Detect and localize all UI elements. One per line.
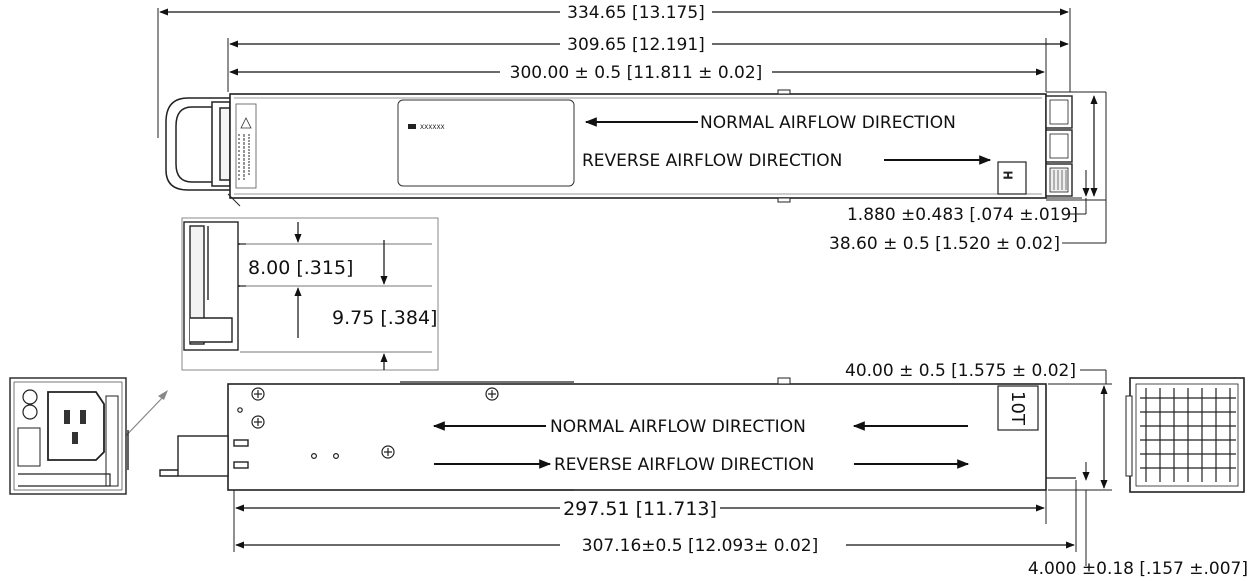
dim-chassis-length-label: 300.00 ± 0.5 [11.811 ± 0.02] [510,63,763,83]
dim-side-body-label: 297.51 [11.713] [563,498,717,520]
svg-text:10T: 10T [1007,391,1028,426]
side-reverse-airflow-label: REVERSE AIRFLOW DIRECTION [554,455,814,475]
dim-latch-offset-label: 1.880 ±0.483 [.074 ±.019] [847,205,1078,225]
front-end-view [9,377,129,495]
dim-body-length-label: 309.65 [12.191] [567,35,705,55]
side-normal-airflow-label: NORMAL AIRFLOW DIRECTION [550,417,806,437]
side-handle [159,435,249,477]
caution-label-icon [235,103,257,189]
pin-detail-view: 8.00 [.315] 9.75 [.384] [117,217,439,445]
dim-latch-offset: 1.880 ±0.483 [.074 ±.019] [847,205,1086,225]
side-rear-label: 10T [997,385,1039,431]
top-normal-airflow-label: NORMAL AIRFLOW DIRECTION [700,113,956,133]
top-chassis [229,93,1047,199]
top-rear-connector: H [997,95,1073,197]
ac-inlet-icon [47,391,105,461]
dim-pin-b-label: 9.75 [.384] [332,307,437,329]
svg-text:H: H [1001,171,1014,179]
top-normal-airflow: NORMAL AIRFLOW DIRECTION [584,113,956,133]
side-normal-airflow: NORMAL AIRFLOW DIRECTION [432,417,968,437]
dim-side-overall-label: 307.16±0.5 [12.093± 0.02] [582,536,818,556]
dim-side-offset-label: 4.000 ±0.18 [.157 ±.007] [1028,559,1248,579]
top-reverse-airflow-label: REVERSE AIRFLOW DIRECTION [582,151,842,171]
top-view: 334.65 [13.175] 309.65 [12.191] 300.00 ±… [157,3,1107,254]
label-id-text: XXXXXX [420,124,445,131]
top-reverse-airflow: REVERSE AIRFLOW DIRECTION [582,151,992,171]
dim-side-overall: 307.16±0.5 [12.093± 0.02] [235,536,1075,556]
side-chassis [227,383,1047,491]
dim-overall-length: 334.65 [13.175] [159,3,1069,23]
side-view: 10T NORMAL AIRFLOW DIRECTION REVERSE AIR… [159,361,1248,579]
top-extension-lines [157,8,1107,243]
dim-top-height-label: 38.60 ± 0.5 [1.520 ± 0.02] [829,234,1060,254]
side-reverse-airflow: REVERSE AIRFLOW DIRECTION [434,455,970,475]
dim-overall-length-label: 334.65 [13.175] [567,3,705,23]
dim-chassis-length: 300.00 ± 0.5 [11.811 ± 0.02] [229,63,1045,83]
dim-pin-a-label: 8.00 [.315] [248,257,353,279]
product-label: XXXXXX [397,99,575,187]
dim-side-height-label: 40.00 ± 0.5 [1.575 ± 0.02] [845,361,1076,381]
side-screws [237,387,499,460]
dim-side-body: 297.51 [11.713] [235,498,1045,520]
dim-top-height: 38.60 ± 0.5 [1.520 ± 0.02] [829,234,1106,254]
top-handle [165,97,231,191]
dim-body-length: 309.65 [12.191] [229,35,1069,55]
fan-grille-icon [1140,388,1236,482]
rear-end-view [1125,377,1245,493]
